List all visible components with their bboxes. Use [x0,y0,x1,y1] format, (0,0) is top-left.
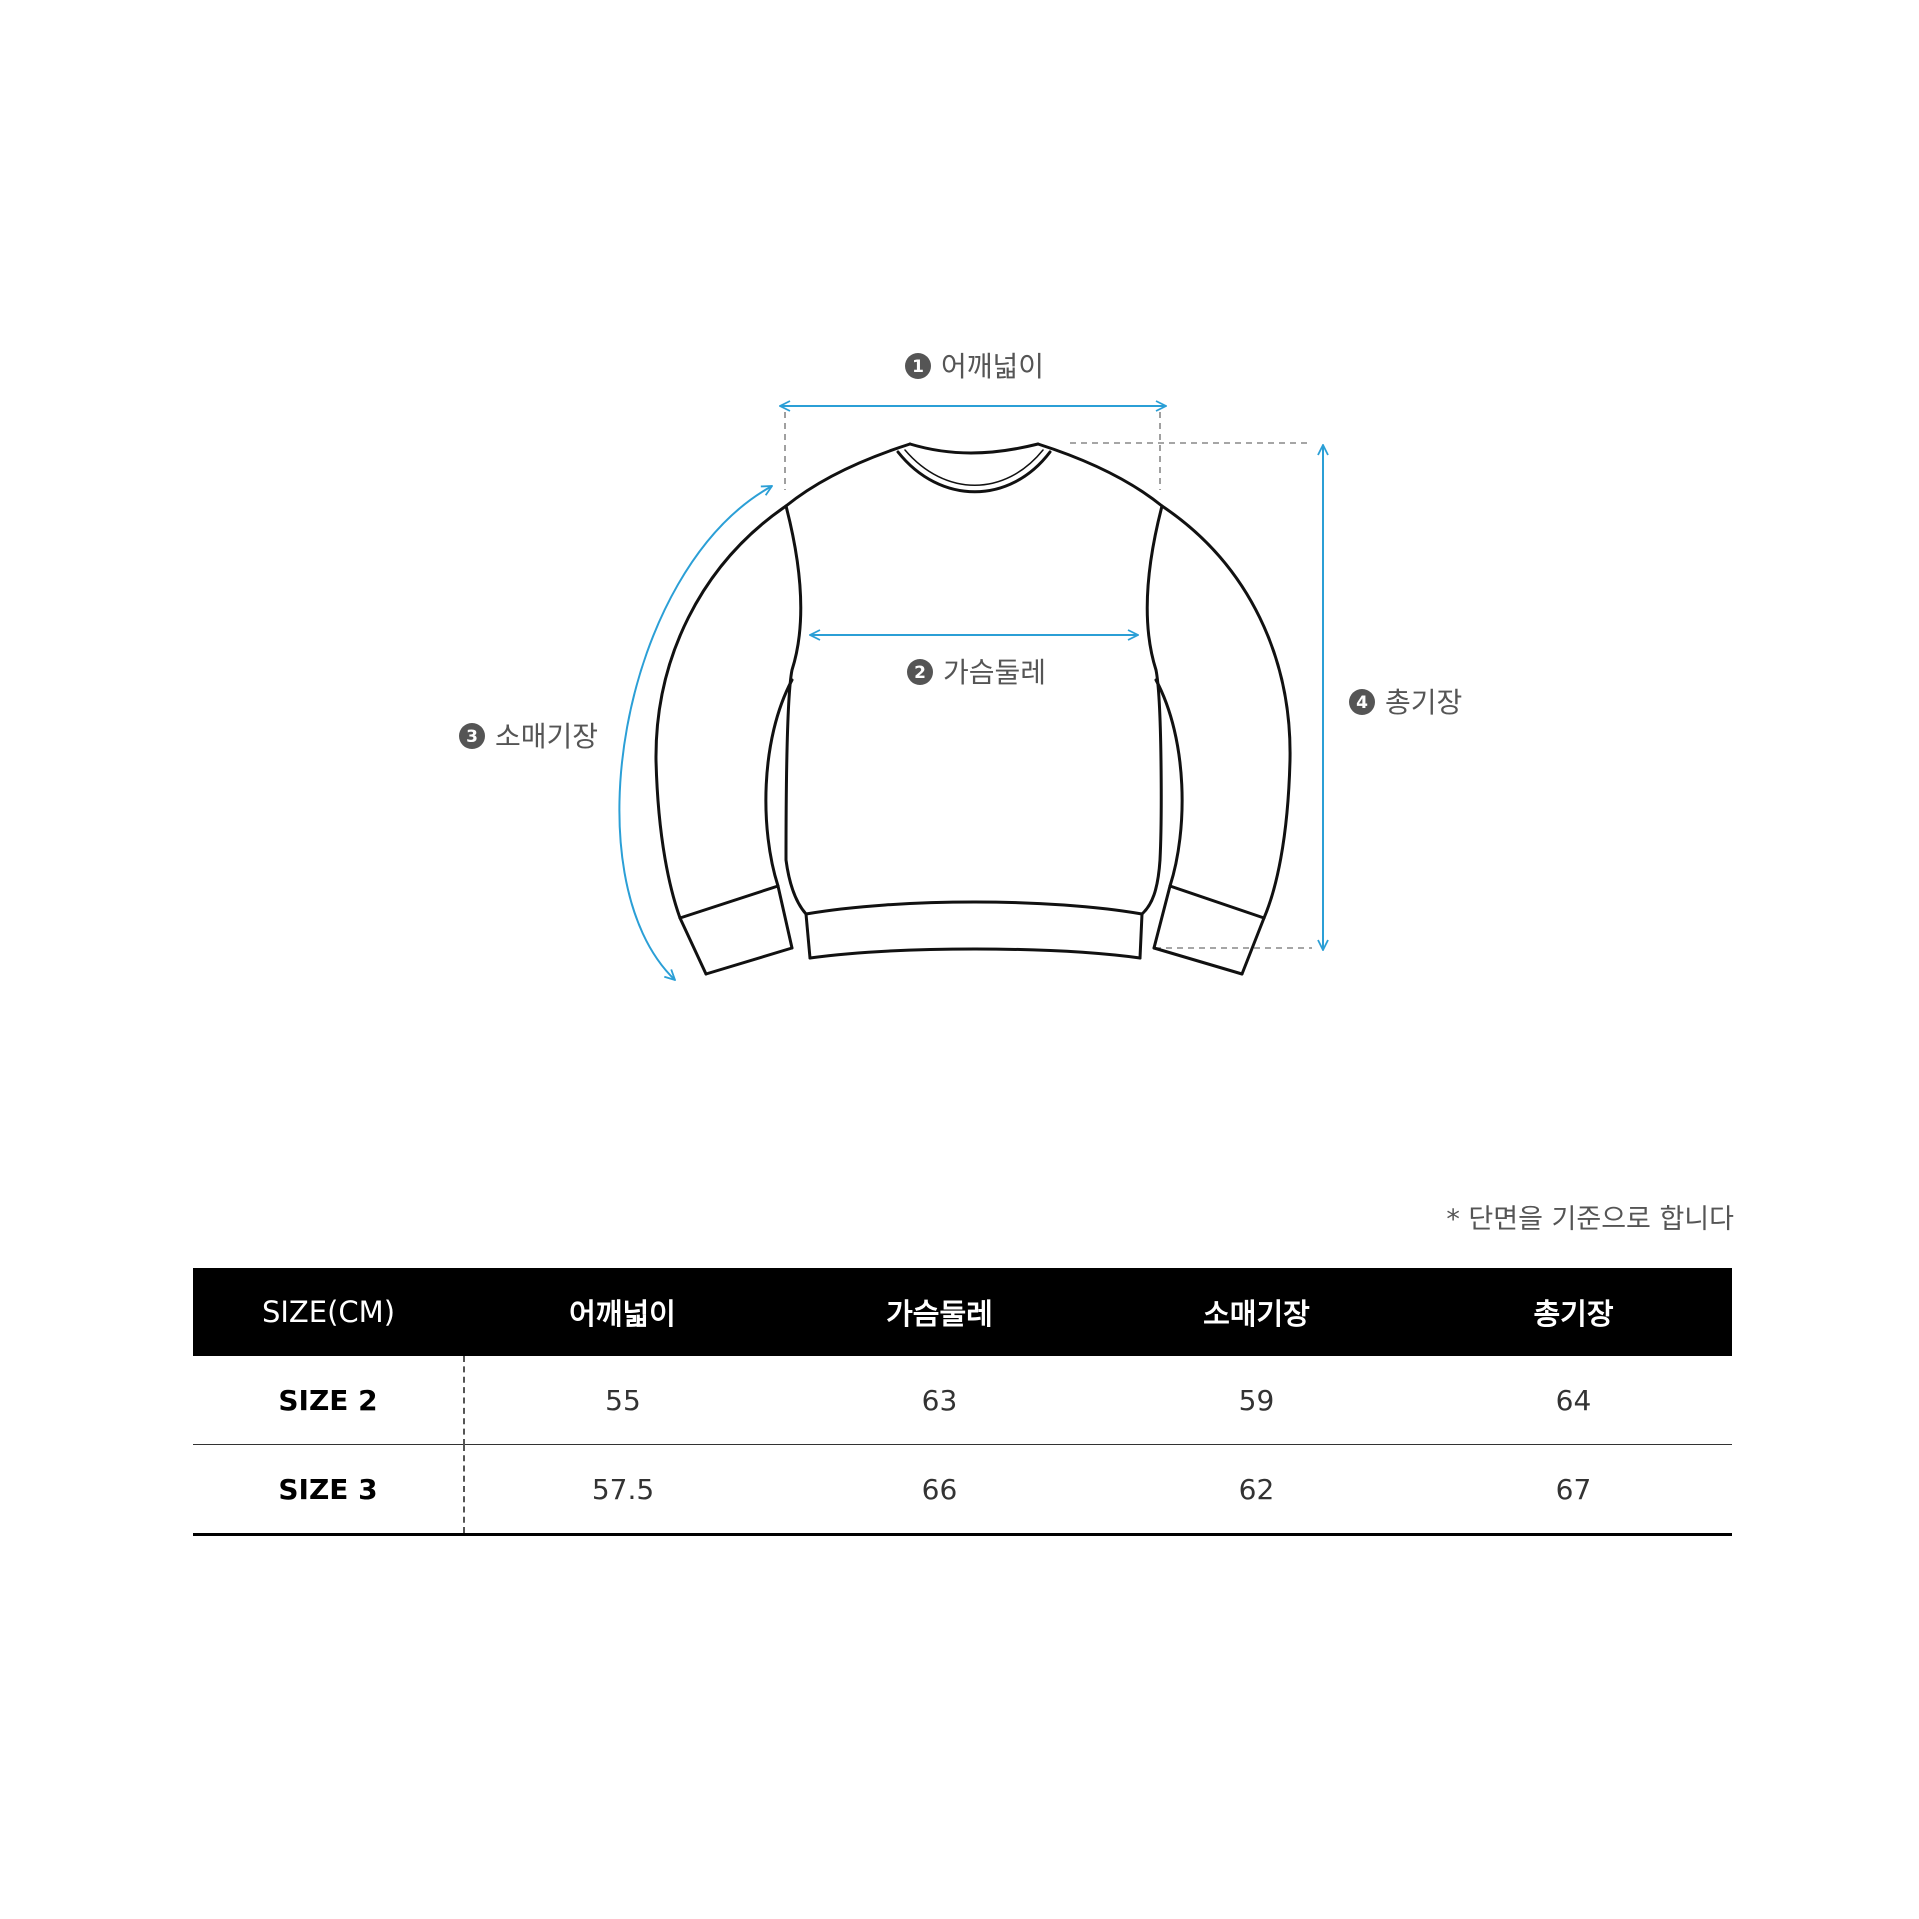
header-sleeve: 소매기장 [1098,1268,1415,1356]
cell-length: 64 [1415,1356,1732,1445]
cell-chest: 63 [781,1356,1098,1445]
cell-shoulder: 55 [464,1356,781,1445]
row-size-label: SIZE 2 [193,1356,465,1445]
size-table: SIZE(CM) 어깨넓이 가슴둘레 소매기장 총기장 SIZE 2 55 63… [193,1268,1732,1536]
sweatshirt-illustration [654,442,1292,976]
label-shoulder-text: 어깨넓이 [941,350,1044,383]
measurement-note: * 단면을 기준으로 합니다 [1446,1204,1734,1235]
badge-2-number: 2 [914,663,926,683]
header-chest: 가슴둘레 [781,1268,1098,1356]
cell-sleeve: 62 [1098,1444,1415,1536]
badge-4-number: 4 [1356,693,1368,713]
badge-1 [905,353,931,379]
sleeve-arrow [618,486,772,980]
label-chest-text: 가슴둘레 [943,656,1046,689]
cell-shoulder: 57.5 [464,1444,781,1536]
cell-sleeve: 59 [1098,1356,1415,1445]
badge-3 [459,723,485,749]
badge-1-number: 1 [912,357,924,377]
badge-2 [907,659,933,685]
label-chest: 2 가슴둘레 [907,656,1046,689]
label-sleeve-text: 소매기장 [495,720,598,753]
cell-chest: 66 [781,1444,1098,1536]
measurement-arrows [618,406,1323,980]
header-length: 총기장 [1415,1268,1732,1356]
row-size-label: SIZE 3 [193,1444,465,1536]
label-shoulder: 1 어깨넓이 [905,350,1044,383]
guide-lines [784,412,1312,949]
label-sleeve: 3 소매기장 [459,720,598,753]
badge-3-number: 3 [466,727,478,747]
table-row: SIZE 2 55 63 59 64 [193,1356,1732,1445]
table-row: SIZE 3 57.5 66 62 67 [193,1444,1732,1536]
header-size: SIZE(CM) [193,1268,464,1356]
table-header-row: SIZE(CM) 어깨넓이 가슴둘레 소매기장 총기장 [193,1268,1732,1356]
badge-4 [1349,689,1375,715]
label-length-text: 총기장 [1385,686,1462,719]
cell-length: 67 [1415,1444,1732,1536]
label-length: 4 총기장 [1349,686,1462,719]
header-shoulder: 어깨넓이 [464,1268,781,1356]
